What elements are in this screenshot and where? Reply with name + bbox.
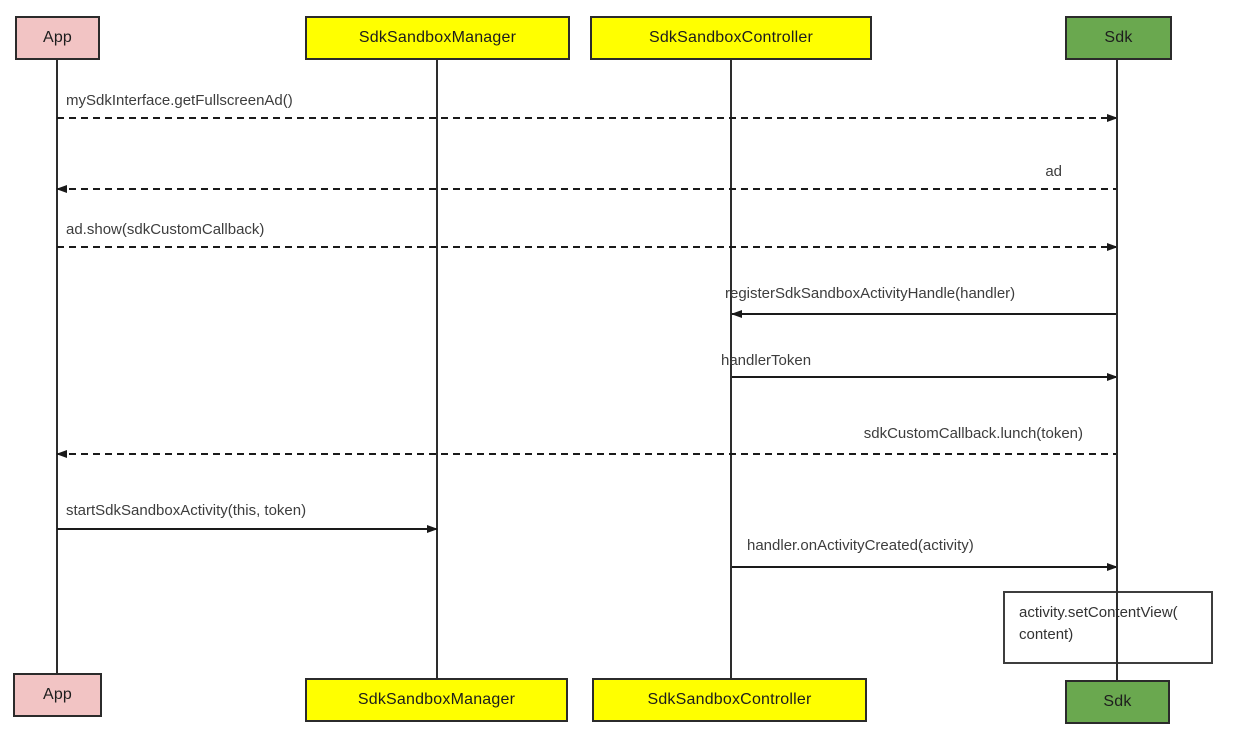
arrow-shaft [57,246,1117,248]
arrowhead-left-icon [56,449,67,458]
arrowhead-left-icon [731,309,742,318]
arrow-shaft [57,188,1117,190]
actor-label: SdkSandboxController [647,691,812,708]
actor-box-manager-top: SdkSandboxManager [305,16,570,60]
arrowhead-right-icon [427,524,438,533]
message-arrow-register-handle [731,309,1117,318]
message-label: ad [1045,163,1062,180]
note-text-line: content) [1019,626,1074,643]
actor-box-controller-top: SdkSandboxController [590,16,872,60]
arrow-shaft [57,117,1117,119]
arrowhead-right-icon [1107,113,1118,122]
lifeline-sdk [1116,60,1118,680]
note-text-line: activity.setContentView( [1019,604,1178,621]
actor-label: SdkSandboxManager [357,691,516,708]
arrow-shaft [732,376,1117,378]
note-box-set-content-view: activity.setContentView( content) [1003,591,1213,664]
actor-label: Sdk [1103,693,1132,710]
message-label: sdkCustomCallback.lunch(token) [863,425,1083,442]
actor-box-sdk-top: Sdk [1065,16,1172,60]
message-arrow-start-activity [57,524,438,533]
actor-label: Sdk [1104,29,1133,46]
message-label: mySdkInterface.getFullscreenAd() [66,92,293,109]
message-label: startSdkSandboxActivity(this, token) [66,502,307,519]
message-label: handler.onActivityCreated(activity) [747,537,974,554]
actor-label: SdkSandboxController [648,29,814,46]
arrow-shaft [57,453,1117,455]
arrow-shaft [732,313,1117,315]
actor-box-app-top: App [15,16,100,60]
arrowhead-left-icon [56,184,67,193]
message-arrow-ad-show [57,242,1118,251]
actor-box-sdk-bottom: Sdk [1065,680,1170,724]
message-arrow-callback-lunch [56,449,1117,458]
arrow-shaft [732,566,1117,568]
lifeline-manager [436,60,438,678]
lifeline-controller [730,60,732,678]
arrowhead-right-icon [1107,372,1118,381]
arrow-shaft [57,528,437,530]
actor-box-controller-bottom: SdkSandboxController [592,678,867,722]
message-arrow-on-activity-created [732,562,1118,571]
message-arrow-ad [56,184,1117,193]
message-arrow-handler-token [732,372,1118,381]
actor-label: App [42,686,73,703]
message-label: ad.show(sdkCustomCallback) [66,221,265,238]
message-arrow-get-fullscreen-ad [57,113,1118,122]
actor-box-manager-bottom: SdkSandboxManager [305,678,568,722]
actor-label: SdkSandboxManager [358,29,517,46]
message-label: handlerToken [721,352,812,369]
arrowhead-right-icon [1107,242,1118,251]
arrowhead-right-icon [1107,562,1118,571]
message-label: registerSdkSandboxActivityHandle(handler… [725,285,1016,302]
lifeline-app [56,58,58,673]
actor-label: App [42,29,73,46]
actor-box-app-bottom: App [13,673,102,717]
